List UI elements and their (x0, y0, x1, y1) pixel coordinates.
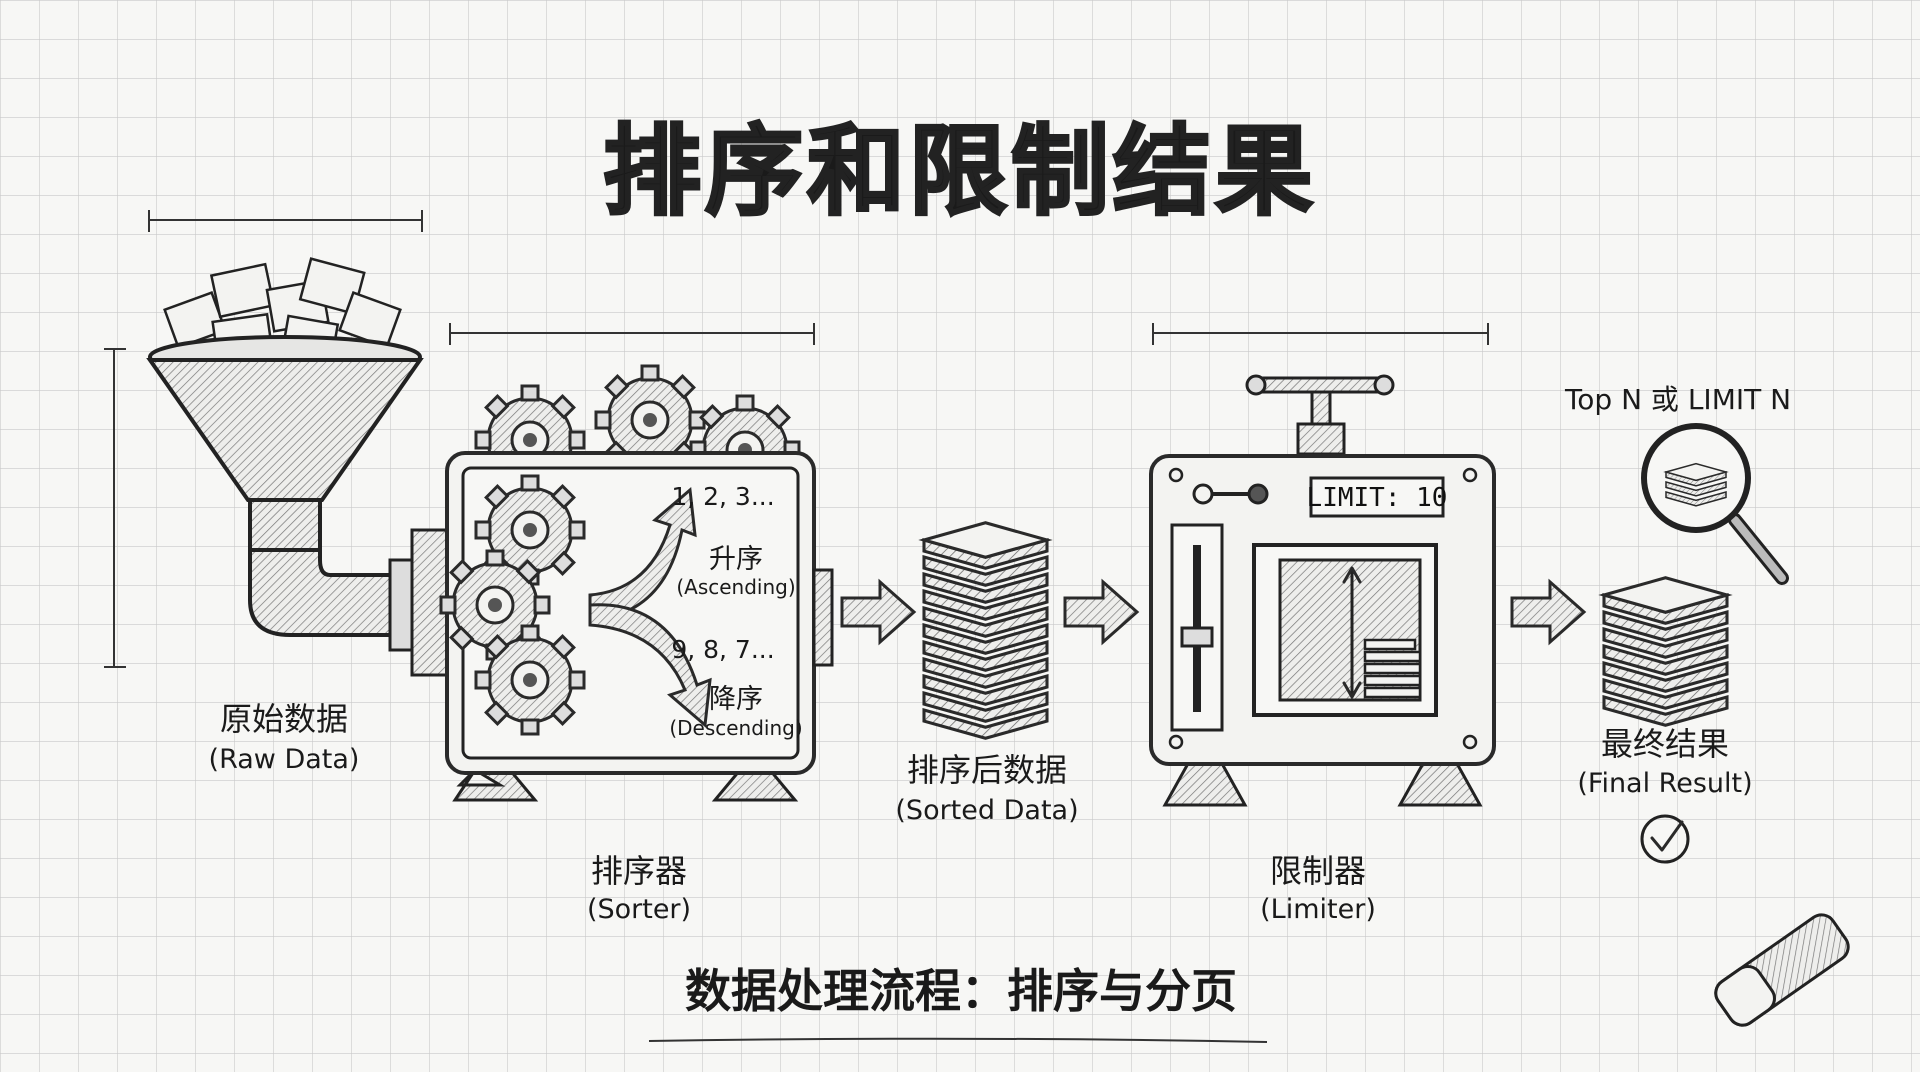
descending-sublabel: (Descending) (669, 716, 802, 740)
dimension-line (449, 323, 815, 345)
ascending-label: 升序 (709, 544, 763, 575)
ascending-sequence: 1, 2, 3... (671, 482, 774, 511)
dimension-line (104, 210, 423, 668)
descending-sequence: 9, 8, 7... (671, 635, 774, 664)
raw-data-sublabel: (Raw Data) (209, 744, 360, 775)
final-result-sublabel: (Final Result) (1577, 768, 1752, 799)
sorter-sublabel: (Sorter) (587, 894, 691, 925)
eraser-icon (1714, 913, 1850, 1027)
sorted-data-sublabel: (Sorted Data) (895, 795, 1078, 826)
subtitle-underline (648, 1037, 1268, 1043)
limiter-sublabel: (Limiter) (1260, 894, 1376, 925)
final-result-label: 最终结果 (1601, 725, 1729, 763)
checkmark-icon (1640, 814, 1690, 864)
sorter-label: 排序器 (591, 852, 687, 890)
raw-data-funnel (104, 210, 449, 677)
raw-data-label: 原始数据 (220, 700, 348, 738)
magnifier-icon (1641, 423, 1789, 585)
subtitle: 数据处理流程：排序与分页 (685, 964, 1237, 1018)
dimension-line (1152, 323, 1489, 345)
page-title: 排序和限制结果 (603, 115, 1317, 229)
ascending-sublabel: (Ascending) (676, 575, 795, 599)
final-result-stack-icon (1602, 576, 1729, 727)
descending-arrow-icon (588, 603, 712, 728)
top-n-label: Top N 或 LIMIT N (1564, 383, 1791, 416)
limit-display-text: LIMIT: 10 (1307, 483, 1448, 513)
limiter-label: 限制器 (1270, 852, 1366, 890)
descending-label: 降序 (709, 684, 763, 715)
sorted-data-label: 排序后数据 (907, 751, 1067, 789)
limit-display (1309, 476, 1445, 518)
sorter-machine: 1, 2, 3... 升序 (Ascending) 9, 8, 7... 降序 … (439, 323, 834, 802)
limiter-machine: LIMIT: 10 (1149, 323, 1496, 807)
